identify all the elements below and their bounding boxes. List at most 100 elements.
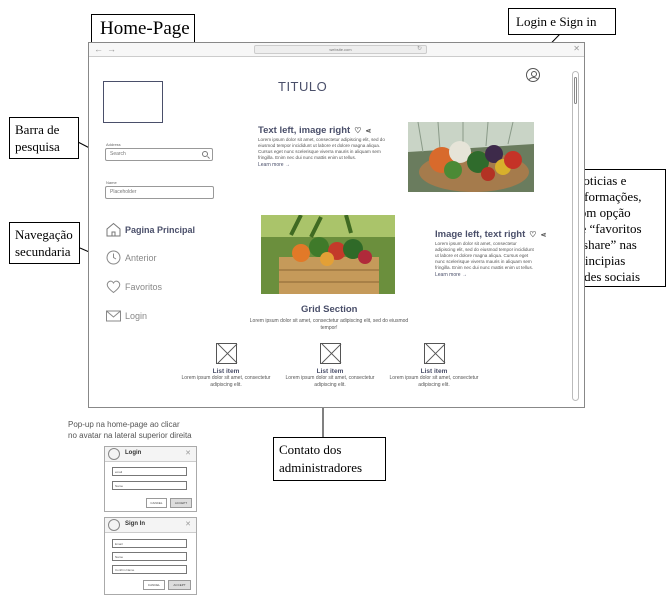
avatar-icon[interactable]: [526, 68, 540, 82]
sidebar-item-favoritos[interactable]: Favoritos: [105, 279, 162, 294]
grid-section-subtitle: Lorem ipsum dolor sit amet, consectetur …: [249, 318, 409, 331]
callout-line: Barra de: [15, 122, 60, 137]
callout-admin-contact: Contato dos administradores: [273, 437, 386, 481]
learn-more-link[interactable]: Learn more →: [435, 272, 467, 278]
search-placeholder: Search: [110, 151, 126, 157]
home-icon: [106, 222, 121, 237]
grid-item-title: List item: [212, 368, 240, 375]
news-title-text: Text left, image right: [258, 125, 351, 136]
favorite-heart-icon[interactable]: ♡: [529, 230, 537, 239]
callout-line: de “favoritos: [574, 221, 642, 236]
popup-header: Sign In ✕: [105, 518, 196, 533]
email-field[interactable]: Email: [112, 539, 187, 548]
grid-section-title: Grid Section: [301, 304, 358, 315]
popup-title: Login: [125, 450, 142, 456]
clock-icon: [106, 250, 121, 265]
news-title-text: Image left, text right: [435, 229, 526, 240]
callout-search-bar: Barra de pesquisa: [9, 117, 79, 159]
grid-item-title: List item: [316, 368, 344, 375]
search-input[interactable]: Search: [105, 148, 213, 161]
avatar-icon: [108, 519, 120, 531]
name-label: Name: [106, 180, 117, 185]
callout-line: e share” nas: [574, 237, 637, 252]
close-icon[interactable]: ✕: [573, 44, 580, 53]
logo-placeholder: [103, 81, 163, 123]
grid-item-text: Lorem ipsum dolor sit amet, consectetur …: [389, 375, 479, 388]
callout-line: principias: [574, 253, 626, 268]
signin-popup: Sign In ✕ Email Name Confirm Name CANCEL…: [104, 517, 197, 595]
popup-note-line: no avatar na lateral superior direita: [68, 431, 192, 440]
sidebar-item-pagina-principal[interactable]: Pagina Principal: [105, 222, 195, 237]
callout-line: administradores: [279, 460, 363, 475]
address-label: Address: [106, 142, 121, 147]
accept-button[interactable]: ACCEPT: [170, 498, 192, 508]
sidebar-item-label: Favoritos: [125, 281, 163, 292]
avatar-icon: [108, 448, 120, 460]
login-popup: Login ✕ email Name CANCEL ACCEPT: [104, 446, 197, 512]
name-input[interactable]: Placeholder: [105, 186, 214, 199]
callout-line: Noticias e: [574, 173, 627, 188]
reload-icon[interactable]: ↻: [416, 46, 422, 52]
email-field[interactable]: email: [112, 467, 187, 476]
forward-arrow-icon[interactable]: →: [107, 44, 116, 54]
image-placeholder-icon: [215, 343, 237, 364]
name-placeholder: Placeholder: [110, 189, 137, 195]
grid-item-text: Lorem ipsum dolor sit amet, consectetur …: [285, 375, 375, 388]
grid-list-item[interactable]: List item Lorem ipsum dolor sit amet, co…: [389, 343, 479, 388]
cancel-button[interactable]: CANCEL: [143, 580, 165, 590]
share-icon[interactable]: ⋖: [540, 232, 547, 239]
news-title: Text left, image right♡⋖: [258, 125, 403, 136]
image-placeholder-icon: [423, 343, 445, 364]
back-arrow-icon[interactable]: ←: [94, 44, 103, 54]
callout-line: pesquisa: [15, 139, 60, 154]
browser-window: ← → website.com ↻ ✕ TITULO Address Searc…: [88, 42, 585, 408]
grid-item-title: List item: [420, 368, 448, 375]
vegetable-basket-image: [408, 122, 534, 192]
name-field[interactable]: Name: [112, 481, 187, 490]
grid-list-item[interactable]: List item Lorem ipsum dolor sit amet, co…: [285, 343, 375, 388]
close-icon[interactable]: ✕: [185, 521, 191, 528]
callout-line: Contato dos: [279, 442, 342, 457]
sidebar-item-anterior[interactable]: Anterior: [105, 250, 157, 265]
news-body: Lorem ipsum dolor sit amet, consectetur …: [435, 241, 534, 270]
url-bar[interactable]: website.com ↻: [254, 45, 427, 54]
callout-line: informações,: [574, 189, 642, 204]
close-icon[interactable]: ✕: [185, 450, 191, 457]
grid-item-text: Lorem ipsum dolor sit amet, consectetur …: [181, 375, 271, 388]
news-item: Image left, text right♡⋖ Lorem ipsum dol…: [435, 229, 565, 278]
callout-line: secundaria: [15, 244, 71, 259]
popup-header: Login ✕: [105, 447, 196, 462]
heart-icon: [106, 280, 121, 294]
news-title: Image left, text right♡⋖: [435, 229, 565, 240]
cancel-button[interactable]: CANCEL: [146, 498, 167, 508]
url-text: website.com: [329, 47, 352, 52]
callout-line: redes sociais: [574, 269, 641, 284]
callout-secondary-nav: Navegação secundaria: [9, 222, 80, 264]
news-body: Lorem ipsum dolor sit amet, consectetur …: [258, 137, 385, 160]
search-icon[interactable]: [202, 151, 208, 157]
sidebar-item-login[interactable]: Login: [105, 308, 147, 323]
callout-home-page: Home-Page: [91, 14, 195, 44]
favorite-heart-icon[interactable]: ♡: [354, 126, 362, 135]
scrollbar-thumb[interactable]: [574, 77, 577, 104]
page-title: TITULO: [278, 79, 328, 94]
grid-list-item[interactable]: List item Lorem ipsum dolor sit amet, co…: [181, 343, 271, 388]
accept-button[interactable]: ACCEPT: [168, 580, 191, 590]
name-field[interactable]: Name: [112, 552, 187, 561]
share-icon[interactable]: ⋖: [365, 128, 372, 135]
popup-note: Pop-up na home-page ao clicar no avatar …: [68, 419, 192, 441]
mail-icon: [106, 310, 121, 322]
scrollbar[interactable]: [572, 71, 579, 401]
sidebar-item-label: Pagina Principal: [125, 224, 196, 235]
learn-more-link[interactable]: Learn more →: [258, 162, 290, 168]
sidebar-item-label: Anterior: [125, 252, 157, 263]
browser-toolbar: ← → website.com ↻ ✕: [89, 43, 584, 57]
callout-login-signin: Login e Sign in: [508, 8, 616, 35]
news-item: Text left, image right♡⋖ Lorem ipsum dol…: [258, 125, 403, 168]
callout-line: Navegação: [15, 227, 73, 242]
image-placeholder-icon: [319, 343, 341, 364]
sidebar-item-label: Login: [125, 310, 148, 321]
callout-line: com opção: [574, 205, 631, 220]
popup-title: Sign In: [125, 521, 145, 527]
confirm-name-field[interactable]: Confirm Name: [112, 565, 187, 574]
